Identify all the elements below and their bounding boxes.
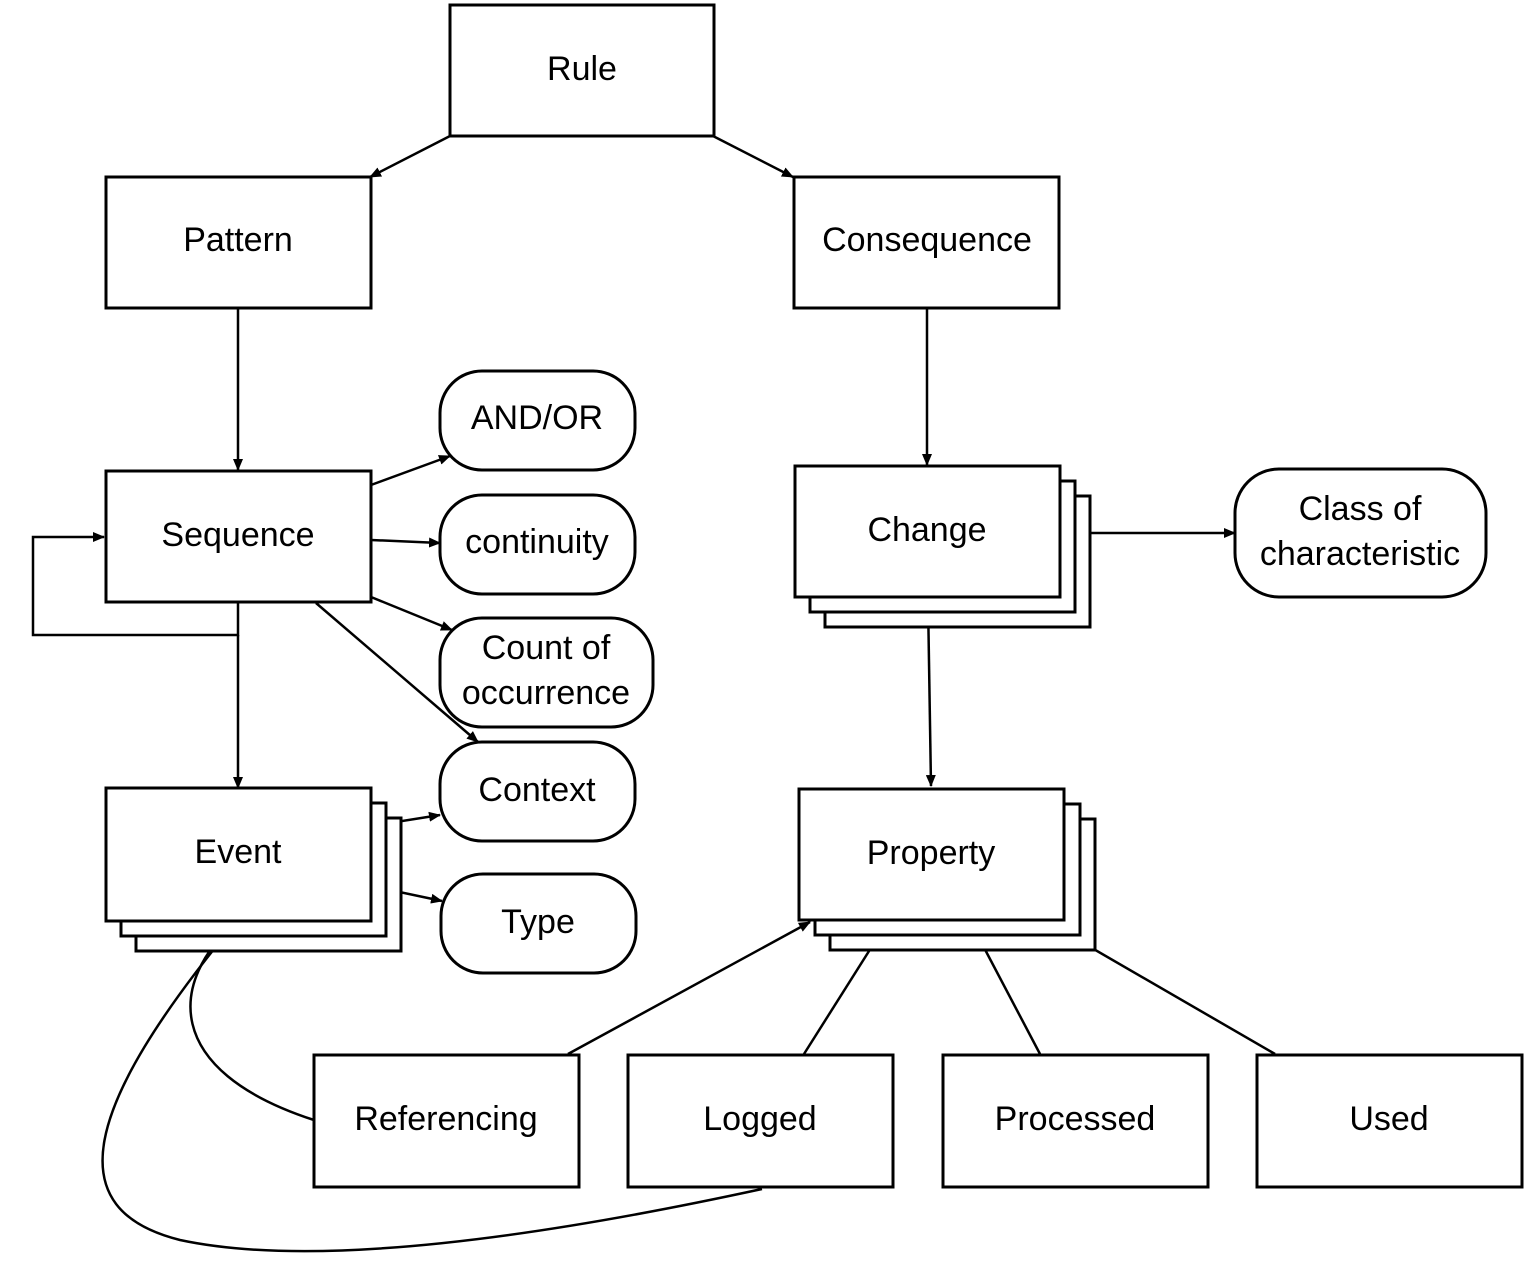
node-and-or-label: AND/OR bbox=[471, 399, 603, 437]
node-event-label: Event bbox=[195, 833, 282, 871]
node-used-label: Used bbox=[1349, 1100, 1428, 1138]
node-logged-label: Logged bbox=[703, 1100, 816, 1138]
edge-referencing-property bbox=[567, 920, 811, 1056]
edge-change-property bbox=[925, 599, 936, 787]
node-class-of-characteristic: Class of characteristic bbox=[1233, 467, 1488, 599]
node-sequence: Sequence bbox=[104, 469, 373, 604]
node-count-of-occurrence: Count of occurrence bbox=[438, 616, 655, 729]
node-used: Used bbox=[1255, 1053, 1524, 1189]
edge-sequence-continuity bbox=[370, 537, 441, 548]
node-consequence-label: Consequence bbox=[822, 221, 1032, 259]
edge-sequence-count-of-occurrence bbox=[370, 595, 453, 632]
node-class-of-characteristic-label-line-2: characteristic bbox=[1260, 535, 1460, 573]
node-processed-label: Processed bbox=[995, 1100, 1156, 1138]
node-property: Property bbox=[797, 787, 1097, 952]
node-type-label: Type bbox=[501, 903, 575, 941]
edge-rule-consequence bbox=[712, 134, 794, 179]
node-rule-label: Rule bbox=[547, 50, 617, 88]
node-sequence-label: Sequence bbox=[161, 516, 314, 554]
edge-logged-event bbox=[101, 921, 763, 1253]
node-processed: Processed bbox=[941, 1053, 1210, 1189]
node-property-label: Property bbox=[867, 834, 996, 872]
node-count-of-occurrence-label-line-1: Count of bbox=[482, 629, 611, 667]
node-referencing: Referencing bbox=[312, 1053, 581, 1189]
edge-sequence-context bbox=[315, 602, 479, 743]
node-referencing-label: Referencing bbox=[354, 1100, 537, 1138]
node-pattern-label: Pattern bbox=[183, 221, 293, 259]
node-logged: Logged bbox=[626, 1053, 895, 1189]
node-consequence: Consequence bbox=[792, 175, 1061, 310]
edges bbox=[31, 134, 1276, 1253]
node-class-of-characteristic-label-line-1: Class of bbox=[1299, 490, 1422, 528]
edge-sequence-self-loop bbox=[31, 532, 240, 637]
edge-sequence-and-or bbox=[370, 454, 451, 487]
edge-rule-pattern bbox=[369, 134, 451, 179]
node-context: Context bbox=[438, 740, 637, 843]
node-rule: Rule bbox=[448, 3, 716, 138]
node-and-or: AND/OR bbox=[438, 369, 637, 472]
node-continuity: continuity bbox=[438, 493, 637, 596]
node-pattern: Pattern bbox=[104, 175, 373, 310]
node-change-label: Change bbox=[867, 511, 986, 549]
node-continuity-label: continuity bbox=[465, 523, 609, 561]
node-change: Change bbox=[793, 464, 1092, 629]
node-type: Type bbox=[439, 872, 638, 975]
node-context-label: Context bbox=[478, 771, 596, 809]
node-event: Event bbox=[104, 786, 403, 953]
node-count-of-occurrence-label-line-2: occurrence bbox=[462, 674, 630, 712]
